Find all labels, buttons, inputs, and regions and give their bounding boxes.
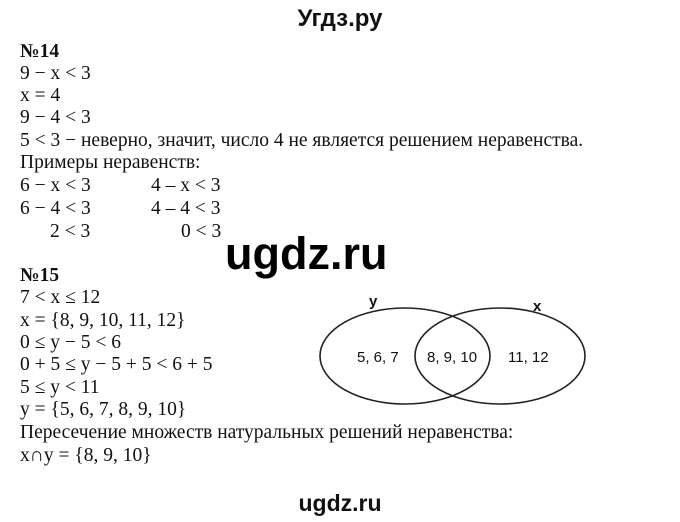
task-15-line: 0 + 5 ≤ y − 5 + 5 < 6 + 5	[20, 354, 213, 375]
task-14-line: 9 − x < 3	[20, 63, 91, 84]
example-right: 4 – x < 3	[151, 175, 221, 196]
task-14-line: Примеры неравенств:	[20, 152, 201, 173]
task-15-line: x = {8, 9, 10, 11, 12}	[20, 310, 186, 331]
task-15-line: 7 < x ≤ 12	[20, 287, 101, 308]
example-left: 6 − 4 < 3	[20, 198, 91, 219]
task-15-number: №15	[20, 265, 60, 286]
example-right: 0 < 3	[181, 221, 222, 242]
site-title: Угдз.ру	[297, 5, 383, 32]
task-15-line: 5 ≤ y < 11	[20, 377, 100, 398]
task-15-line: Пересечение множеств натуральных решений…	[20, 422, 514, 443]
intersection-values: 8, 9, 10	[427, 349, 477, 366]
set-y-label: y	[369, 293, 378, 310]
left-only-values: 5, 6, 7	[357, 349, 399, 366]
set-x-label: x	[533, 298, 542, 315]
task-14-line: x = 4	[20, 85, 61, 106]
example-right: 4 – 4 < 3	[151, 198, 221, 219]
task-14-line: 9 − 4 < 3	[20, 107, 91, 128]
task-15-line: 0 ≤ y − 5 < 6	[20, 332, 121, 353]
set-y-ellipse	[319, 307, 491, 405]
example-left: 2 < 3	[50, 221, 91, 242]
task-15-line: y = {5, 6, 7, 8, 9, 10}	[20, 399, 187, 420]
right-only-values: 11, 12	[508, 349, 549, 366]
example-left: 6 − x < 3	[20, 175, 91, 196]
set-x-ellipse	[414, 307, 586, 405]
watermark: ugdz.ru	[225, 228, 388, 279]
task-15-line: x∩y = {8, 9, 10}	[20, 445, 152, 466]
footer-watermark: ugdz.ru	[298, 490, 382, 516]
task-14-line: 5 < 3 − неверно, значит, число 4 не явля…	[20, 130, 584, 151]
task-14-number: №14	[20, 41, 60, 62]
